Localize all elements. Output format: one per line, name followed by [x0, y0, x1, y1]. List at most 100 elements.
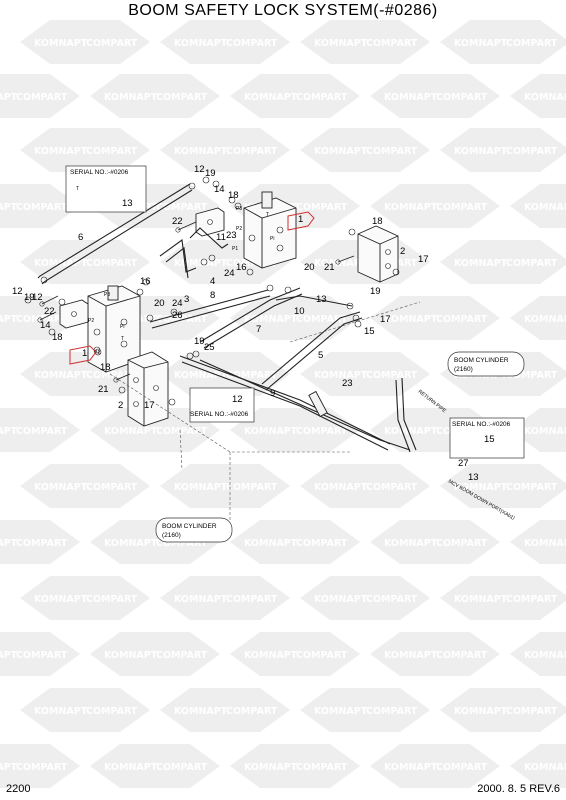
- watermark-text: KOMNAPT: [34, 594, 88, 605]
- note-serial-mid: SERIAL NO.:-#0206: [189, 387, 255, 423]
- watermark-text: KOMNAPT: [384, 650, 438, 661]
- note-serial-top-text: SERIAL NO.:-#0206: [70, 169, 129, 176]
- watermark-text: KOMNAPT: [244, 538, 298, 549]
- callout-21: 21: [324, 262, 335, 273]
- watermark-text: KOMNAPT: [174, 146, 228, 157]
- watermark-text: COMPART: [296, 202, 348, 213]
- callout-4: 4: [210, 276, 215, 287]
- watermark-text: COMPART: [226, 38, 278, 49]
- watermark-text: KOMNAPT: [34, 482, 88, 493]
- callout-22: 22: [44, 306, 55, 317]
- callout-15: 15: [364, 326, 375, 337]
- watermark-text: COMPART: [226, 706, 278, 717]
- watermark-text: KOMNAPT: [174, 482, 228, 493]
- callout-8: 8: [210, 290, 215, 301]
- watermark-text: KOMNAPT: [174, 38, 228, 49]
- watermark-text: KOMNAPT: [174, 706, 228, 717]
- watermark-text: COMPART: [436, 202, 488, 213]
- revision-date: 2000. 8. 5 REV.6: [477, 783, 560, 795]
- watermark-text: KOMNAPT: [0, 314, 18, 325]
- callout-13: 13: [468, 472, 479, 483]
- watermark-text: COMPART: [366, 482, 418, 493]
- page-number: 2200: [6, 783, 31, 795]
- callout-19: 19: [24, 292, 35, 303]
- port-label: P3: [236, 206, 242, 212]
- watermark-text: COMPART: [86, 706, 138, 717]
- watermark-text: KOMNAPT: [0, 202, 18, 213]
- watermark-text: KOMNAPT: [34, 706, 88, 717]
- callout-24: 24: [224, 268, 235, 279]
- watermark-text: KOMNAPT: [384, 314, 438, 325]
- watermark-text: COMPART: [506, 706, 558, 717]
- watermark-text: COMPART: [436, 650, 488, 661]
- watermark-text: COMPART: [506, 38, 558, 49]
- callout-18: 18: [372, 216, 383, 227]
- watermark-text: KOMNAPT: [384, 202, 438, 213]
- watermark-text: KOMNAPT: [524, 426, 566, 437]
- callout-14: 14: [214, 184, 225, 195]
- callout-16: 16: [140, 276, 151, 287]
- watermark-text: COMPART: [436, 538, 488, 549]
- watermark-text: COMPART: [436, 762, 488, 773]
- watermark-text: KOMNAPT: [174, 370, 228, 381]
- watermark-text: KOMNAPT: [0, 426, 18, 437]
- callout-19: 19: [370, 286, 381, 297]
- callout-19: 19: [205, 168, 216, 179]
- watermark-text: KOMNAPT: [384, 92, 438, 103]
- port-label: P2: [236, 226, 242, 232]
- watermark-text: KOMNAPT: [454, 706, 508, 717]
- callout-12: 12: [12, 286, 23, 297]
- callout-16: 16: [236, 262, 247, 273]
- watermark-text: KOMNAPT: [314, 706, 368, 717]
- watermark-text: COMPART: [16, 650, 68, 661]
- watermark-text: COMPART: [506, 258, 558, 269]
- note-serial-mid-text: SERIAL NO.:-#0206: [190, 411, 249, 418]
- boom-cylinder-right-line1: BOOM CYLINDER: [454, 357, 509, 364]
- port-label: T: [76, 186, 79, 192]
- watermark-text: COMPART: [506, 594, 558, 605]
- boom-cylinder-bottom-line2: (2160): [162, 532, 181, 539]
- callout-7: 7: [256, 324, 261, 335]
- callout-15: 15: [484, 434, 495, 445]
- watermark-text: KOMNAPT: [454, 146, 508, 157]
- callout-20: 20: [154, 298, 165, 309]
- callout-17: 17: [380, 314, 391, 325]
- port-label: T: [121, 336, 124, 342]
- watermark-text: KOMNAPT: [0, 538, 18, 549]
- watermark-text: COMPART: [226, 370, 278, 381]
- watermark-text: KOMNAPT: [244, 314, 298, 325]
- watermark-text: KOMNAPT: [314, 482, 368, 493]
- watermark-text: KOMNAPT: [524, 650, 566, 661]
- highlight-item-1-right: [287, 211, 315, 231]
- watermark-text: KOMNAPT: [314, 594, 368, 605]
- watermark-text: COMPART: [16, 426, 68, 437]
- watermark-text: KOMNAPT: [104, 650, 158, 661]
- watermark-text: COMPART: [16, 538, 68, 549]
- callout-10: 10: [294, 306, 305, 317]
- port-label: Pi: [270, 236, 274, 242]
- callout-13: 13: [122, 198, 133, 209]
- callout-17: 17: [144, 400, 155, 411]
